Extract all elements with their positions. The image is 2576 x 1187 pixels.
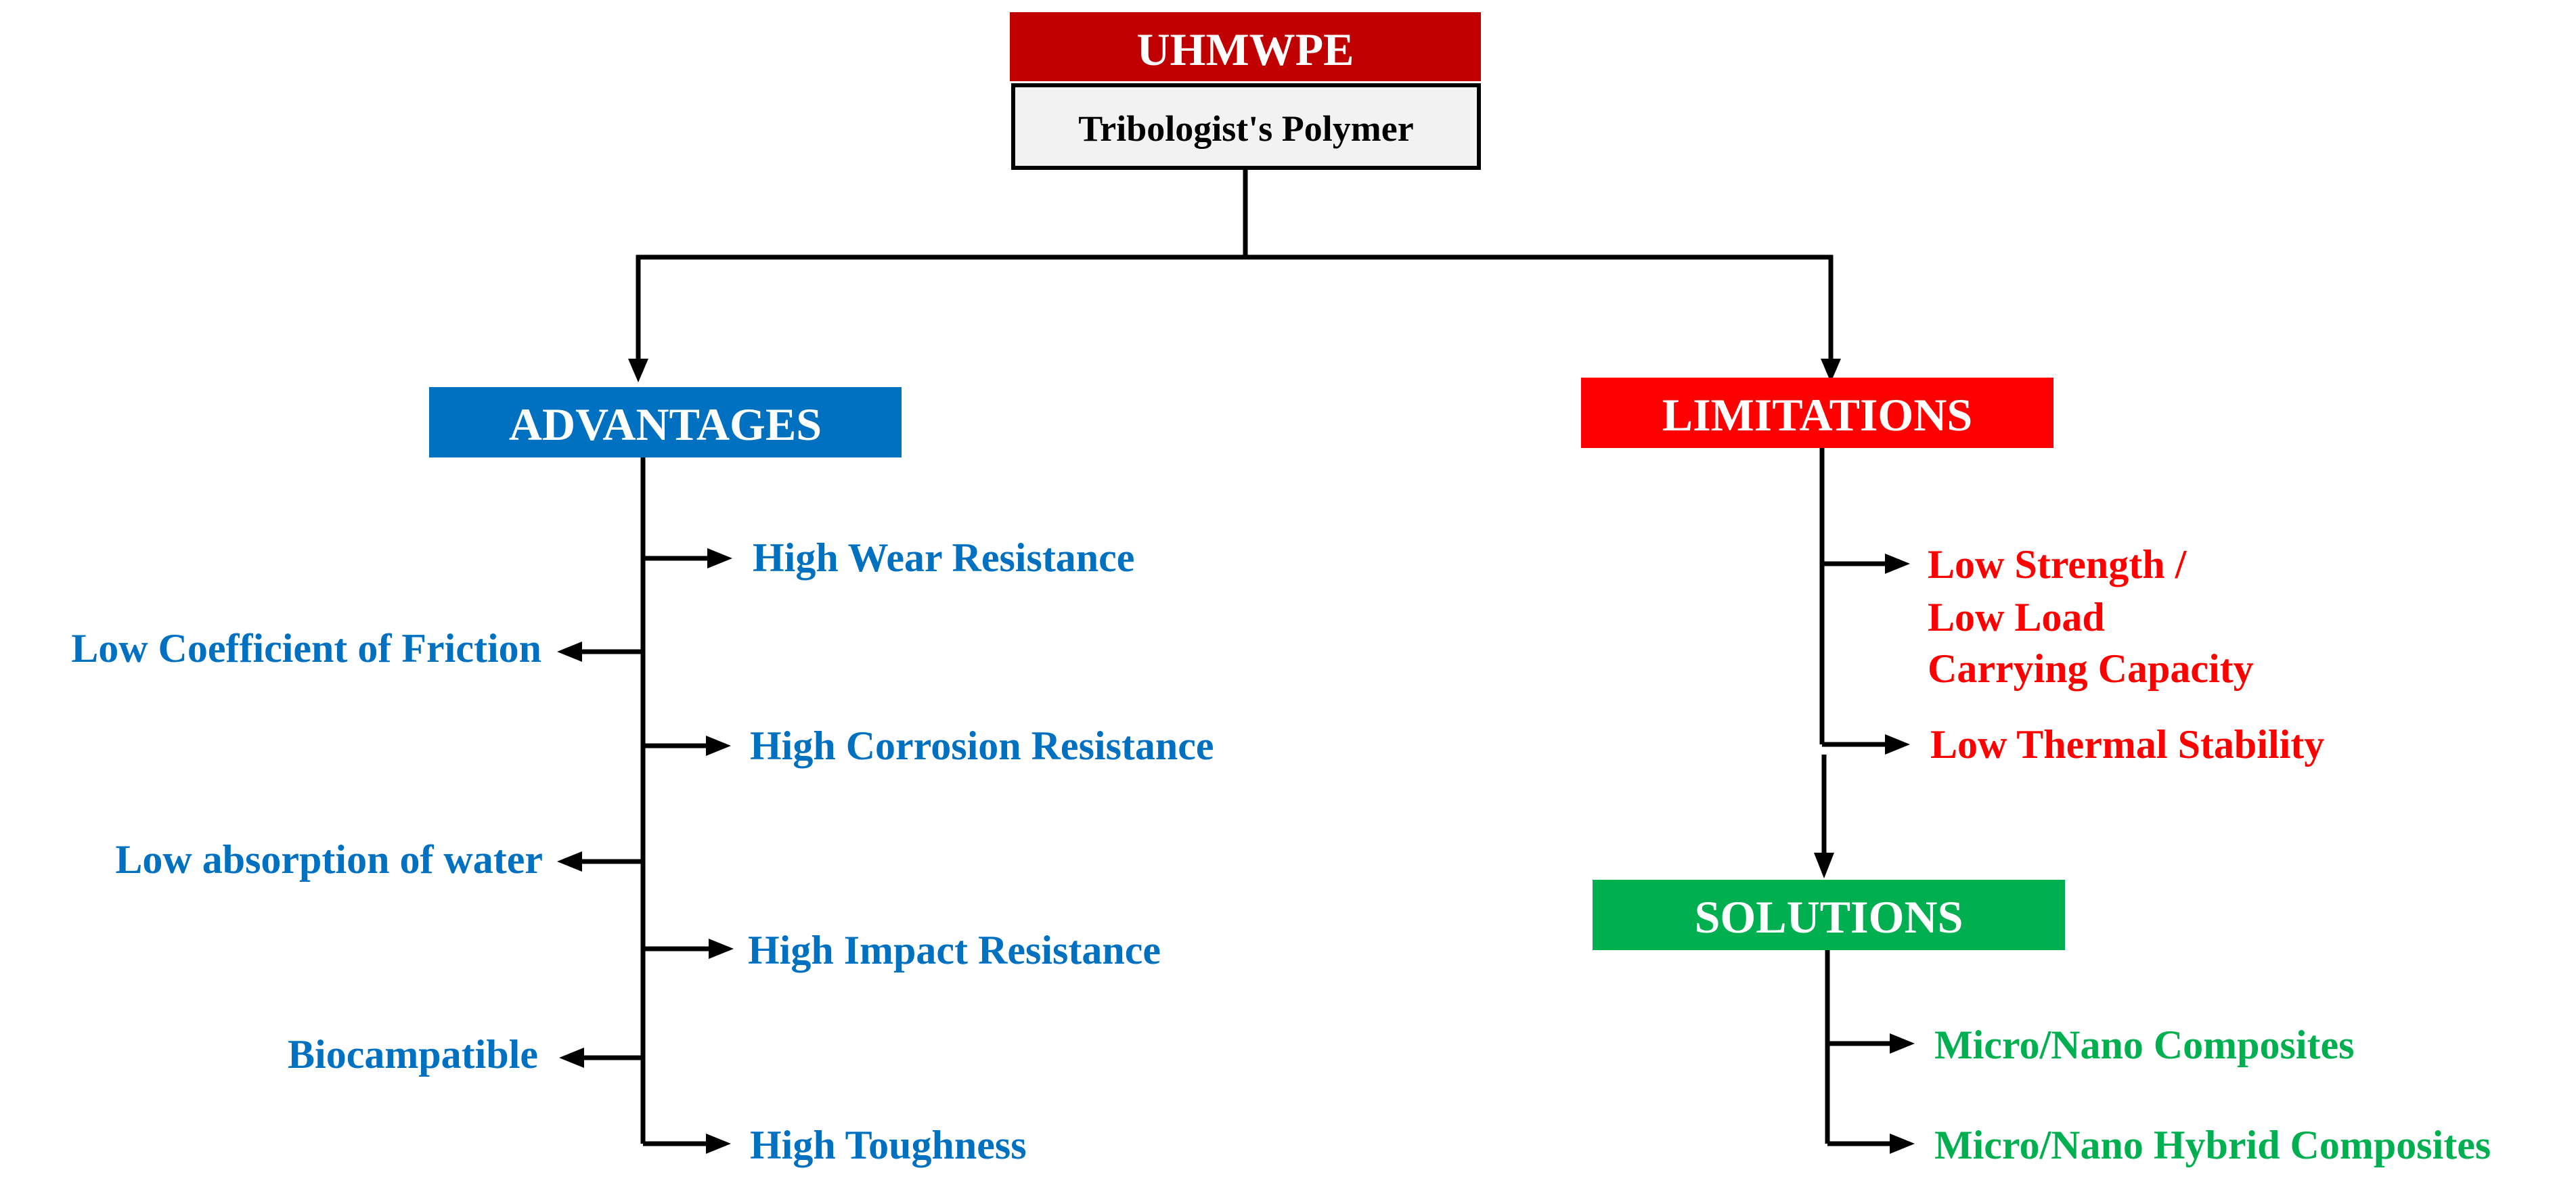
root-subtitle: Tribologist's Polymer: [1078, 108, 1413, 149]
advantages-right-branches: [643, 548, 734, 1154]
limitations-connectors: [1814, 448, 1910, 878]
root-connectors: [628, 168, 1841, 382]
root-title: UHMWPE: [1136, 24, 1354, 75]
solutions-title: SOLUTIONS: [1695, 891, 1963, 943]
limitation-item-line: Low Load: [1928, 595, 2105, 640]
advantage-item: Low Coefficient of Friction: [71, 626, 541, 671]
arrowhead-to-advantages: [628, 359, 648, 382]
limitation-item-line: Low Thermal Stability: [1930, 722, 2324, 767]
arrowhead-to-limitations: [1821, 359, 1841, 382]
advantages-title: ADVANTAGES: [509, 399, 822, 450]
solution-item: Micro/Nano Hybrid Composites: [1934, 1123, 2491, 1167]
arrowhead-to-solutions: [1814, 853, 1834, 878]
solutions-connectors: [1825, 950, 1915, 1154]
solution-item: Micro/Nano Composites: [1934, 1023, 2355, 1067]
advantage-item: High Toughness: [750, 1123, 1027, 1167]
root-header-box: [1010, 12, 1481, 81]
advantages-left-branches: [557, 642, 643, 1068]
advantage-item: High Impact Resistance: [748, 928, 1161, 972]
limitations-box: [1581, 378, 2053, 448]
limitation-item-line: Carrying Capacity: [1928, 646, 2254, 691]
advantages-box: [429, 387, 902, 457]
advantage-item: Biocampatible: [288, 1032, 538, 1077]
solutions-box: [1593, 880, 2065, 950]
advantage-item: High Corrosion Resistance: [750, 723, 1214, 768]
limitations-title: LIMITATIONS: [1662, 389, 1972, 441]
limitation-item-line: Low Strength /: [1928, 542, 2188, 587]
advantage-item: High Wear Resistance: [753, 535, 1134, 580]
advantage-item: Low absorption of water: [115, 837, 543, 882]
root-subtitle-box: [1011, 83, 1481, 170]
